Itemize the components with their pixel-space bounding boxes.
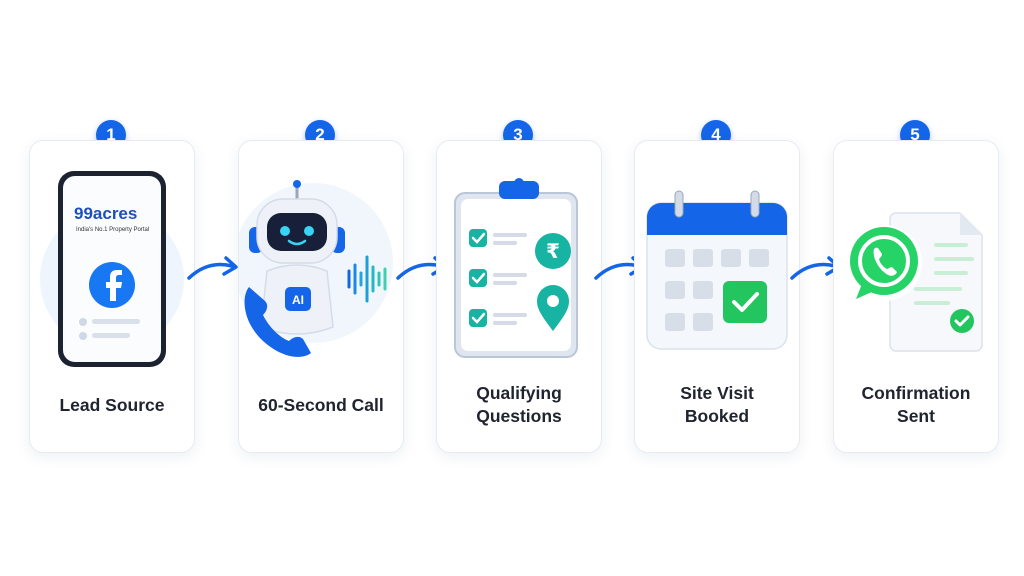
ai-badge: AI <box>292 293 304 307</box>
step-1-card: 99acres India's No.1 Property Portal Lea… <box>29 140 195 453</box>
step-4-label: Site Visit Booked <box>680 383 754 426</box>
step-4-card: Site Visit Booked <box>634 140 800 453</box>
step-5-label: Confirmation Sent <box>861 383 971 426</box>
step-2-label: 60-Second Call <box>258 395 384 415</box>
step-3-card: ₹ Qualifying Questions <box>436 140 602 453</box>
step-2-card: AI 60-Second Call <box>238 140 404 453</box>
check-icon <box>950 309 974 333</box>
flow-arrow-1 <box>187 256 238 280</box>
brand-tagline: India's No.1 Property Portal <box>76 227 149 233</box>
whatsapp-icon <box>846 225 922 301</box>
check-icon <box>723 281 767 323</box>
checkbox-icon <box>469 229 527 327</box>
confirmation-illustration <box>846 212 983 352</box>
lead-source-illustration: 99acres India's No.1 Property Portal <box>40 171 184 367</box>
qualifying-questions-illustration: ₹ <box>454 178 578 358</box>
location-pin-icon <box>537 285 569 331</box>
brand-name: 99acres <box>74 204 137 223</box>
step-1-label: Lead Source <box>59 395 165 415</box>
site-visit-illustration <box>646 190 788 350</box>
soundwave-icon <box>347 255 387 303</box>
99acres-logo: 99acres India's No.1 Property Portal <box>74 204 149 233</box>
step-5-card: Confirmation Sent <box>833 140 999 453</box>
telephone-icon <box>244 287 311 357</box>
step-3-label: Qualifying Questions <box>476 383 562 426</box>
ai-call-illustration: AI <box>239 180 393 357</box>
rupee-symbol: ₹ <box>546 239 560 263</box>
rupee-icon: ₹ <box>535 233 571 269</box>
facebook-icon <box>89 262 135 308</box>
robot-icon: AI <box>249 180 345 335</box>
calendar-icon <box>646 190 788 350</box>
